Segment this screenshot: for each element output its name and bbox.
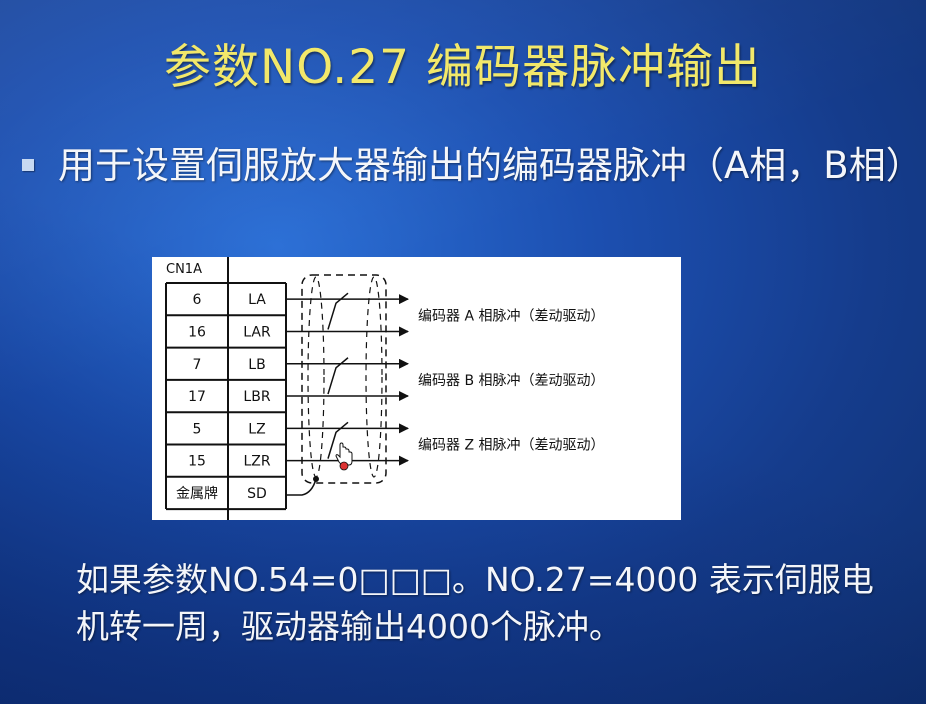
pin-number: 16	[188, 324, 206, 340]
output-label: 编码器 A 相脉冲（差动驱动）	[418, 308, 604, 324]
twisted-pair-mark	[327, 357, 349, 395]
wiring-diagram-svg: CN1A 6 LA 16 LAR 7 LB 17 LBR 5 LZ 15 LZR 金属牌 SD 编码器 A…	[165, 257, 605, 520]
signal-wires	[286, 292, 409, 466]
shield-left-ellipse	[307, 276, 325, 478]
pin-number: 15	[188, 454, 206, 470]
signal-name: LBR	[243, 389, 270, 405]
output-label: 编码器 B 相脉冲（差动驱动）	[418, 373, 605, 389]
twisted-pair-mark	[327, 421, 349, 459]
slide-title: 参数NO.27 编码器脉冲输出	[164, 40, 762, 95]
pin-number: 7	[193, 357, 202, 373]
signal-name: LA	[248, 292, 266, 308]
pin-rows: 6 LA 16 LAR 7 LB 17 LBR 5 LZ 15 LZR 金属牌 SD	[166, 292, 286, 511]
signal-name: LB	[248, 357, 265, 373]
signal-name: LZR	[243, 454, 270, 470]
pin-number: 金属牌	[176, 485, 218, 502]
shield-ground-wire	[286, 478, 317, 496]
shield-right-ellipse	[365, 276, 383, 478]
explanation-note: 如果参数NO.54=0□□□。NO.27=4000 表示伺服电机转一周，驱动器输…	[76, 560, 874, 646]
output-label: 编码器 Z 相脉冲（差动驱动）	[418, 438, 605, 454]
connector-label: CN1A	[166, 262, 202, 277]
output-labels: 编码器 A 相脉冲（差动驱动） 编码器 B 相脉冲（差动驱动） 编码器 Z 相脉冲（…	[418, 308, 605, 453]
square-bullet-icon	[22, 159, 34, 171]
cable-shield-outline	[301, 274, 387, 484]
twisted-pair-mark	[327, 292, 349, 330]
signal-name: LZ	[248, 421, 265, 437]
pin-number: 5	[193, 421, 202, 437]
hand-cursor-icon	[335, 442, 353, 471]
pin-number: 6	[193, 292, 202, 308]
pin-number: 17	[188, 389, 206, 405]
signal-name: LAR	[243, 324, 271, 340]
signal-name: SD	[247, 486, 267, 502]
wiring-diagram: CN1A 6 LA 16 LAR 7 LB 17 LBR 5 LZ 15 LZR 金属牌 SD 编码器 A…	[152, 257, 681, 520]
bullet-text: 用于设置伺服放大器输出的编码器脉冲（A相，B相）	[58, 144, 923, 187]
shield-ground-dot	[313, 476, 319, 482]
